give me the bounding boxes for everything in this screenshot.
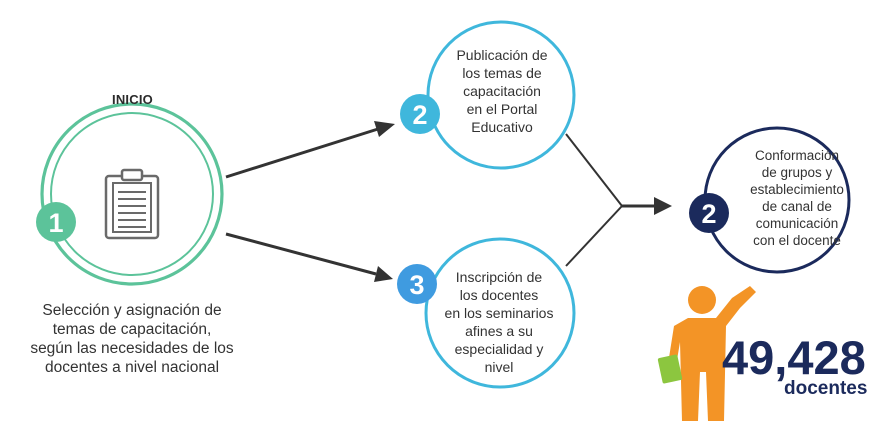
step2b-line: establecimiento (750, 182, 844, 197)
teacher-count-number: 49,428 (722, 331, 866, 384)
step2b-line: de canal de (762, 199, 832, 214)
teacher-count-label: docentes (784, 378, 868, 399)
step3-number: 3 (409, 270, 424, 300)
step3-badge (397, 264, 437, 304)
step2b-line: Conformación (754, 148, 840, 163)
step2a-line: en el Portal (466, 101, 538, 117)
step1-node: 1 (36, 102, 224, 286)
step1-inner-ring (50, 112, 214, 276)
step2b-line: comunicación (755, 216, 839, 231)
step1-description: Selección y asignación de temas de capac… (0, 301, 264, 377)
step2b-description: Conformación de grupos y establecimiento… (737, 147, 857, 249)
step2b-line: de grupos y (761, 165, 833, 180)
step1-line: según las necesidades de los (30, 340, 234, 357)
step2a-ring (426, 20, 576, 170)
step2a-line: capacitación (463, 83, 541, 99)
step2b-node: 2 (689, 126, 851, 274)
step2b-badge (689, 193, 729, 233)
step3-node: 3 (397, 237, 576, 389)
step2a-description: Publicación de los temas de capacitación… (437, 46, 567, 136)
step1-outer-ring (40, 102, 224, 286)
inicio-label: INICIO (112, 92, 153, 107)
step2a-badge (400, 94, 440, 134)
step2a-line: Educativo (471, 119, 533, 135)
arrow-step1-to-step3 (225, 232, 393, 282)
step2a-number: 2 (412, 100, 427, 130)
step3-line: en los seminarios (444, 305, 554, 321)
arrow-step1-to-step2 (225, 121, 395, 179)
step2a-line: Publicación de (456, 47, 548, 63)
step3-description: Inscripción de los docentes en los semin… (424, 268, 574, 376)
step2a-line: los temas de (462, 65, 542, 81)
step3-line: especialidad y (454, 341, 544, 357)
step1-number: 1 (48, 208, 63, 238)
step1-line: docentes a nivel nacional (44, 359, 220, 376)
step1-badge (36, 202, 76, 242)
step2b-number: 2 (701, 199, 716, 229)
step1-line: temas de capacitación, (52, 321, 212, 338)
step3-line: Inscripción de (455, 269, 543, 285)
step2a-node: 2 (400, 20, 576, 170)
person-raising-hand-icon (657, 286, 756, 421)
clipboard-icon (104, 168, 160, 240)
step3-line: nivel (484, 359, 514, 375)
step2b-line: con el docente (753, 233, 841, 248)
merge-connector (565, 133, 672, 267)
step3-line: afines a su (465, 323, 533, 339)
step1-line: Selección y asignación de (42, 302, 222, 319)
step3-ring (424, 237, 576, 389)
step3-line: los docentes (459, 287, 539, 303)
